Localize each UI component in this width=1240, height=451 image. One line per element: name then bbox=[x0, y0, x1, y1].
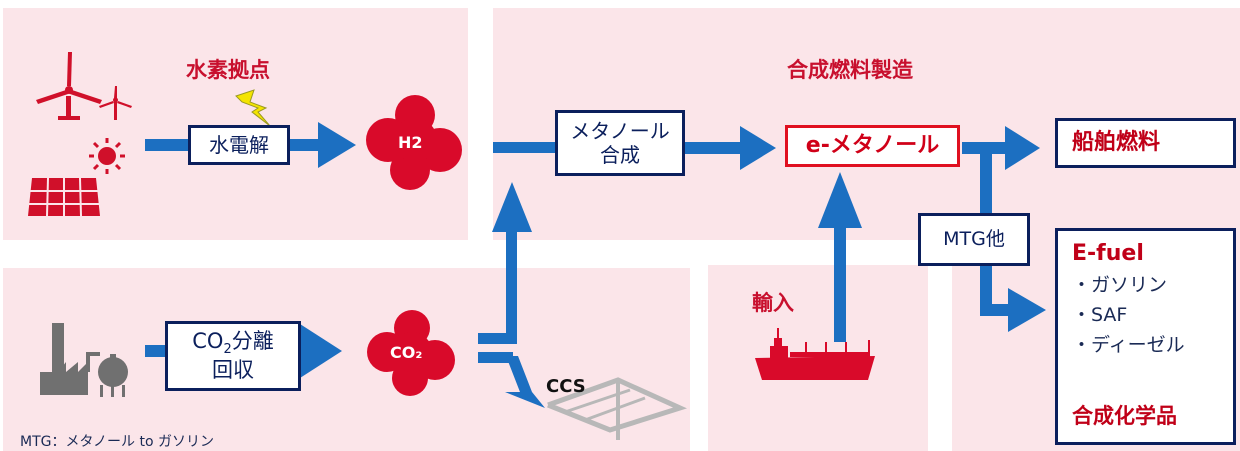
arrow-co2-to-synthesis bbox=[478, 182, 532, 344]
h2-cloud-icon bbox=[366, 95, 462, 190]
arrow-mtg-to-efuel bbox=[980, 264, 1046, 332]
methanol-synthesis-line2: 合成 bbox=[600, 143, 640, 167]
co2-capture-box: CO2分離 回収 bbox=[165, 321, 301, 391]
methanol-synthesis-box: メタノール 合成 bbox=[555, 110, 685, 176]
co2-capture-line1: CO2分離 bbox=[192, 329, 274, 358]
ccs-label: CCS bbox=[546, 376, 586, 397]
factory-icon bbox=[40, 323, 128, 397]
e-methanol-box: e-メタノール bbox=[785, 125, 960, 167]
electrolysis-label: 水電解 bbox=[209, 133, 269, 157]
marine-fuel-label: 船舶燃料 bbox=[1072, 129, 1161, 155]
arrow-co2-to-ccs bbox=[478, 352, 545, 408]
footnote: MTG：メタノール to ガソリン bbox=[20, 434, 215, 450]
efuel-heading: E-fuel bbox=[1072, 241, 1144, 266]
efuel-item: ・SAF bbox=[1072, 304, 1128, 326]
arrow-emethanol-to-marine bbox=[962, 126, 1040, 170]
synthetic-chemicals-label: 合成化学品 bbox=[1072, 404, 1177, 428]
efuel-box: E-fuel ・ガソリン ・SAF ・ディーゼル 合成化学品 bbox=[1055, 228, 1236, 445]
mtg-other-box: MTG他 bbox=[918, 213, 1030, 266]
lightning-icon bbox=[235, 89, 271, 127]
solar-panel-icon bbox=[28, 177, 100, 217]
marine-fuel-box: 船舶燃料 bbox=[1055, 118, 1236, 168]
co2-label: CO₂ bbox=[390, 343, 423, 362]
import-label: 輸入 bbox=[752, 291, 794, 315]
tanker-ship-icon bbox=[755, 328, 875, 380]
arrow-h2-to-synthesis bbox=[493, 142, 558, 153]
e-methanol-label: e-メタノール bbox=[805, 132, 940, 158]
arrow-to-mtg bbox=[980, 148, 992, 214]
methanol-synthesis-line1: メタノール bbox=[570, 119, 670, 143]
co2-capture-line2: 回収 bbox=[212, 357, 254, 382]
sun-icon bbox=[89, 138, 125, 174]
hydrogen-hub-title: 水素拠点 bbox=[186, 58, 270, 82]
arrow-synthesis-to-emethanol bbox=[685, 126, 776, 170]
mtg-other-label: MTG他 bbox=[943, 228, 1005, 251]
wind-turbine-icon bbox=[36, 52, 132, 120]
electrolysis-box: 水電解 bbox=[188, 125, 290, 165]
synthesis-title: 合成燃料製造 bbox=[787, 58, 913, 82]
ccs-storage-icon bbox=[547, 377, 688, 440]
arrow-import-to-emethanol bbox=[818, 172, 862, 342]
co2-cloud-icon bbox=[367, 310, 455, 396]
h2-label: H2 bbox=[398, 133, 423, 152]
efuel-item: ・ガソリン bbox=[1072, 274, 1168, 296]
efuel-item: ・ディーゼル bbox=[1072, 334, 1185, 356]
